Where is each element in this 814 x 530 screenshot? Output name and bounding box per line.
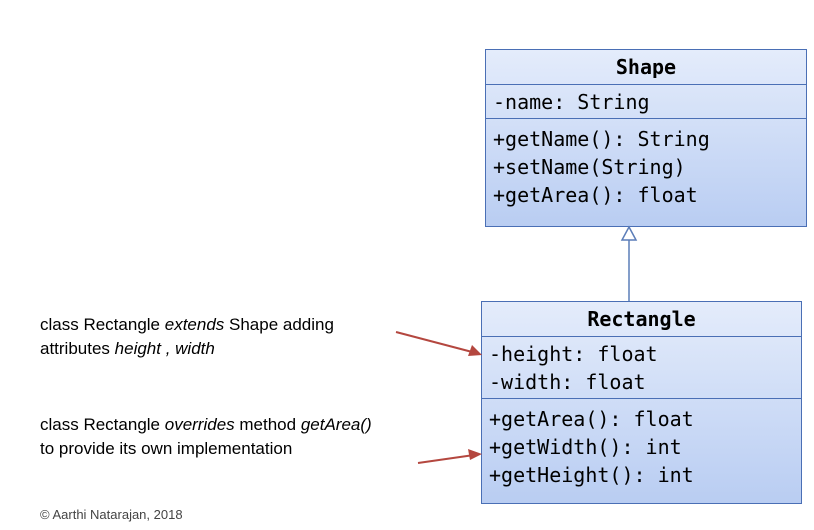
extends-note-attr-width: width (175, 339, 215, 358)
rectangle-methods: +getArea(): float +getWidth(): int +getH… (482, 398, 801, 492)
extends-note-middle: Shape adding attributes (40, 315, 334, 358)
rectangle-method-getwidth: +getWidth(): int (489, 435, 682, 459)
overrides-note-middle: method (234, 415, 301, 434)
shape-attribute-name: -name: String (493, 90, 650, 114)
extends-note-keyword: extends (164, 315, 225, 334)
extends-note-prefix: class Rectangle (40, 315, 165, 334)
shape-class-box: Shape -name: String +getName(): String +… (485, 49, 807, 227)
shape-methods: +getName(): String +setName(String) +get… (486, 118, 806, 212)
extends-note-sep: , (160, 339, 176, 358)
shape-class-name: Shape (615, 55, 677, 79)
overrides-note-suffix: to provide its own implementation (40, 439, 293, 458)
overrides-arrow-line (417, 454, 475, 464)
rectangle-method-getarea: +getArea(): float (489, 407, 694, 431)
overrides-note-prefix: class Rectangle (40, 415, 165, 434)
shape-method-setname: +setName(String) (493, 155, 686, 179)
rectangle-attribute-width: -width: float (489, 370, 646, 394)
shape-attributes: -name: String (486, 84, 806, 118)
copyright-text: © Aarthi Natarajan, 2018 (40, 507, 183, 522)
extends-note-attr-height: height (114, 339, 161, 358)
rectangle-method-getheight: +getHeight(): int (489, 463, 694, 487)
rectangle-class-box: Rectangle -height: float -width: float +… (481, 301, 802, 504)
shape-method-getname: +getName(): String (493, 127, 710, 151)
extends-arrow-head-icon (468, 345, 482, 356)
overrides-arrow-head-icon (468, 449, 482, 460)
overrides-note-keyword: overrides (164, 415, 235, 434)
shape-method-getarea: +getArea(): float (493, 183, 698, 207)
overrides-annotation: class Rectangle overrides method getArea… (40, 413, 390, 461)
overrides-note-method: getArea() (300, 415, 372, 434)
rectangle-attributes: -height: float -width: float (482, 336, 801, 398)
inheritance-triangle-icon (620, 225, 638, 241)
rectangle-attribute-height: -height: float (489, 342, 658, 366)
extends-arrow-line (395, 331, 477, 354)
rectangle-class-name: Rectangle (587, 307, 696, 331)
extends-annotation: class Rectangle extends Shape adding att… (40, 313, 390, 361)
